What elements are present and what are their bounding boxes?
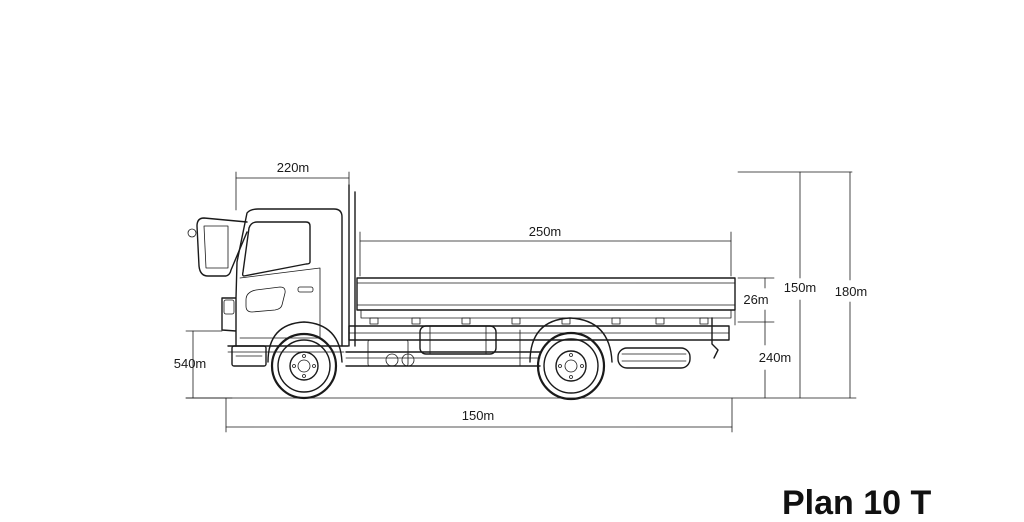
front-wheel [267, 321, 343, 400]
cargo-bed [356, 277, 736, 369]
chassis-frame [345, 325, 730, 367]
dim-height-b-label: 180m [835, 284, 868, 299]
dim-side-height-label: 26m [743, 292, 768, 307]
dim-cab-width-label: 220m [277, 160, 310, 175]
rear-wheel [529, 317, 613, 401]
drawing-caption: Plan 10 T [782, 484, 932, 522]
dim-deck-height-label: 240m [759, 350, 792, 365]
truck-side-elevation-drawing: 220m 250m 26m 150m 180m 540m 240m 150m [174, 160, 868, 433]
dim-bed-length-label: 250m [529, 224, 562, 239]
dim-front-overhang-label: 540m [174, 356, 207, 371]
truck-cab [187, 184, 356, 367]
dim-overall-length-label: 150m [462, 408, 495, 423]
dim-height-a-label: 150m [784, 280, 817, 295]
